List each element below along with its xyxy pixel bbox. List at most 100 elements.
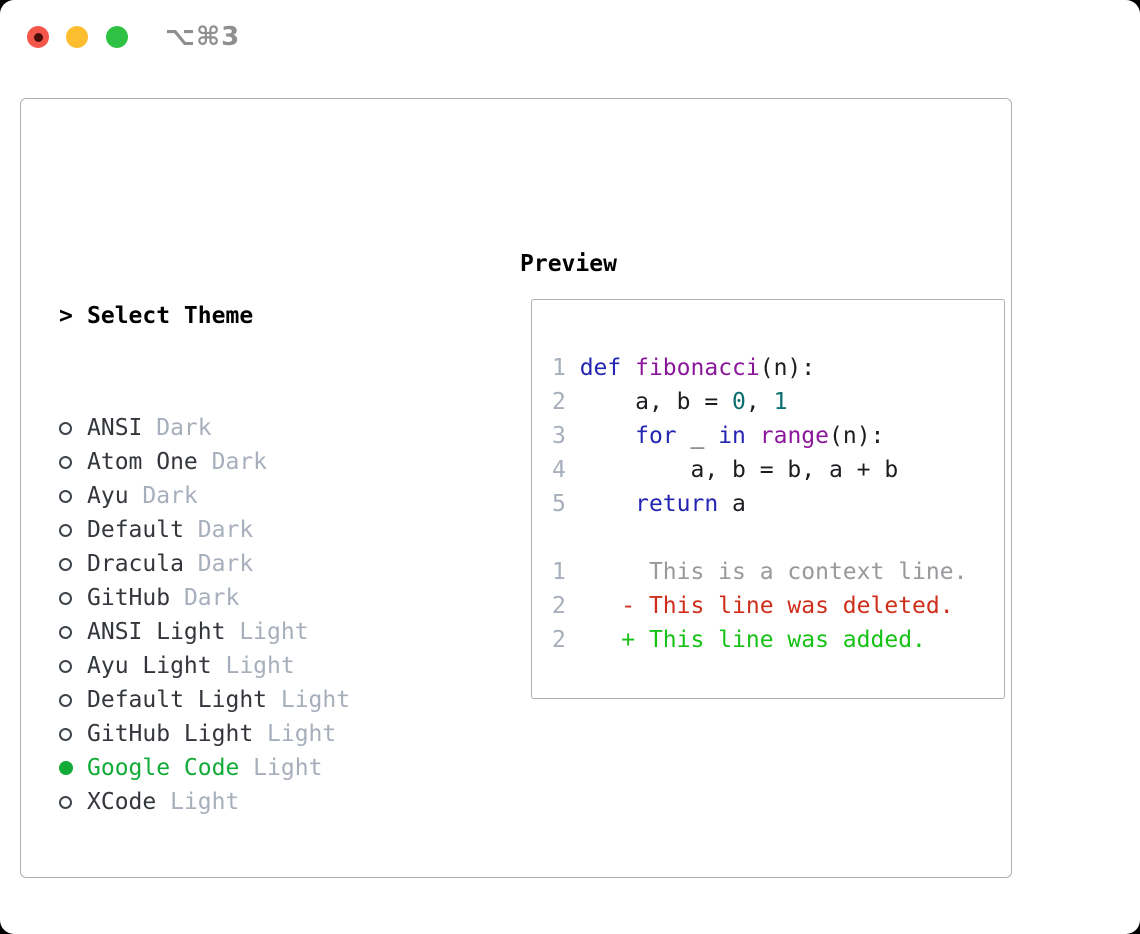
code-line xyxy=(552,521,967,555)
preview-label: Preview xyxy=(520,251,617,277)
radio-icon xyxy=(59,717,87,751)
radio-circle xyxy=(59,489,72,503)
theme-variant: Dark xyxy=(128,483,198,509)
radio-icon xyxy=(59,479,87,513)
code-token: def xyxy=(579,355,622,381)
theme-option-name: Google Code xyxy=(87,755,240,781)
minimize-button[interactable] xyxy=(66,26,88,48)
theme-option-name: Ayu Light xyxy=(87,653,212,679)
code-line: 1 This is a context line. xyxy=(552,555,967,589)
code-token: for xyxy=(635,423,677,449)
radio-circle xyxy=(59,693,72,707)
radio-circle xyxy=(59,795,72,809)
theme-option-github[interactable]: GitHub Dark xyxy=(59,581,509,615)
code-token: return xyxy=(635,491,719,517)
theme-variant: Dark xyxy=(170,585,240,611)
radio-icon xyxy=(59,445,87,479)
code-token xyxy=(566,627,621,653)
radio-circle xyxy=(59,761,73,775)
code-token: 2 xyxy=(552,627,566,653)
theme-variant: Dark xyxy=(197,449,268,475)
code-token: 3 xyxy=(552,423,580,449)
selection-arrow-icon: > xyxy=(59,303,73,329)
code-token xyxy=(746,423,760,449)
code-line: 5 return a xyxy=(552,487,967,521)
theme-variant: Light xyxy=(267,687,351,713)
close-button[interactable] xyxy=(27,26,49,48)
theme-option-name: Atom One xyxy=(87,449,198,475)
code-token: (n): xyxy=(759,355,816,381)
code-token: This is a context line. xyxy=(565,559,968,585)
theme-option-google-code[interactable]: Google Code Light xyxy=(59,751,509,785)
radio-circle xyxy=(59,659,72,673)
select-theme-header: > Select Theme xyxy=(59,299,509,333)
code-token: 1 xyxy=(773,389,788,415)
radio-icon xyxy=(59,683,87,717)
radio-icon xyxy=(59,615,87,649)
code-token xyxy=(566,593,621,619)
radio-icon xyxy=(59,785,87,819)
code-line: 1 def fibonacci(n): xyxy=(552,351,967,385)
select-theme-label: Select Theme xyxy=(87,303,254,329)
radio-circle xyxy=(59,557,72,571)
radio-circle xyxy=(59,727,72,741)
theme-option-ayu[interactable]: Ayu Dark xyxy=(59,479,509,513)
theme-option-ayu-light[interactable]: Ayu Light Light xyxy=(59,649,509,683)
code-token: range xyxy=(759,423,829,449)
code-token: 0 xyxy=(732,389,746,415)
window-title: ⌥⌘3 xyxy=(165,22,241,52)
radio-circle xyxy=(59,625,72,639)
theme-option-name: Default Light xyxy=(87,687,268,713)
code-line: 3 for _ in range(n): xyxy=(552,419,967,453)
code-line: 4 a, b = b, a + b xyxy=(552,453,967,487)
theme-option-ansi-light[interactable]: ANSI Light Light xyxy=(59,615,509,649)
theme-variant: Light xyxy=(225,619,309,645)
code-token: - This line was deleted. xyxy=(621,593,954,619)
radio-circle xyxy=(59,455,72,469)
code-token: (n): xyxy=(829,423,885,449)
radio-icon xyxy=(59,649,87,683)
code-line: 2 + This line was added. xyxy=(552,623,967,657)
code-token: 2 xyxy=(552,593,566,619)
radio-circle xyxy=(59,523,72,537)
code-token: 4 xyxy=(552,457,580,483)
code-token: 2 xyxy=(552,389,580,415)
code-token: a, b = b, a + b xyxy=(579,457,899,483)
theme-option-ansi[interactable]: ANSI Dark xyxy=(59,411,509,445)
code-token xyxy=(621,355,635,381)
code-token: _ xyxy=(676,423,719,449)
zoom-button[interactable] xyxy=(106,26,128,48)
theme-variant: Light xyxy=(156,789,240,815)
code-token xyxy=(580,491,635,517)
code-line: 2 - This line was deleted. xyxy=(552,589,967,623)
radio-icon xyxy=(59,581,87,615)
radio-icon xyxy=(59,411,87,445)
code-line: 2 a, b = 0, 1 xyxy=(552,385,967,419)
theme-option-name: Default xyxy=(87,517,184,543)
theme-option-github-light[interactable]: GitHub Light Light xyxy=(59,717,509,751)
code-token xyxy=(580,423,635,449)
theme-option-name: GitHub Light xyxy=(87,721,254,747)
spacer xyxy=(59,897,509,931)
code-token: a, b = xyxy=(579,389,733,415)
theme-option-default-light[interactable]: Default Light Light xyxy=(59,683,509,717)
theme-option-default[interactable]: Default Dark xyxy=(59,513,509,547)
theme-option-name: ANSI xyxy=(87,415,143,441)
code-token: a xyxy=(718,491,746,517)
radio-selected-icon xyxy=(59,751,87,785)
theme-option-dracula[interactable]: Dracula Dark xyxy=(59,547,509,581)
code-token: 5 xyxy=(552,491,580,517)
theme-option-xcode[interactable]: XCode Light xyxy=(59,785,509,819)
code-token: 1 xyxy=(552,559,566,585)
theme-option-atom-one[interactable]: Atom One Dark xyxy=(59,445,509,479)
theme-variant: Light xyxy=(253,721,337,747)
theme-variant: Dark xyxy=(183,551,254,577)
theme-variant: Dark xyxy=(183,517,254,543)
radio-circle xyxy=(59,591,72,605)
